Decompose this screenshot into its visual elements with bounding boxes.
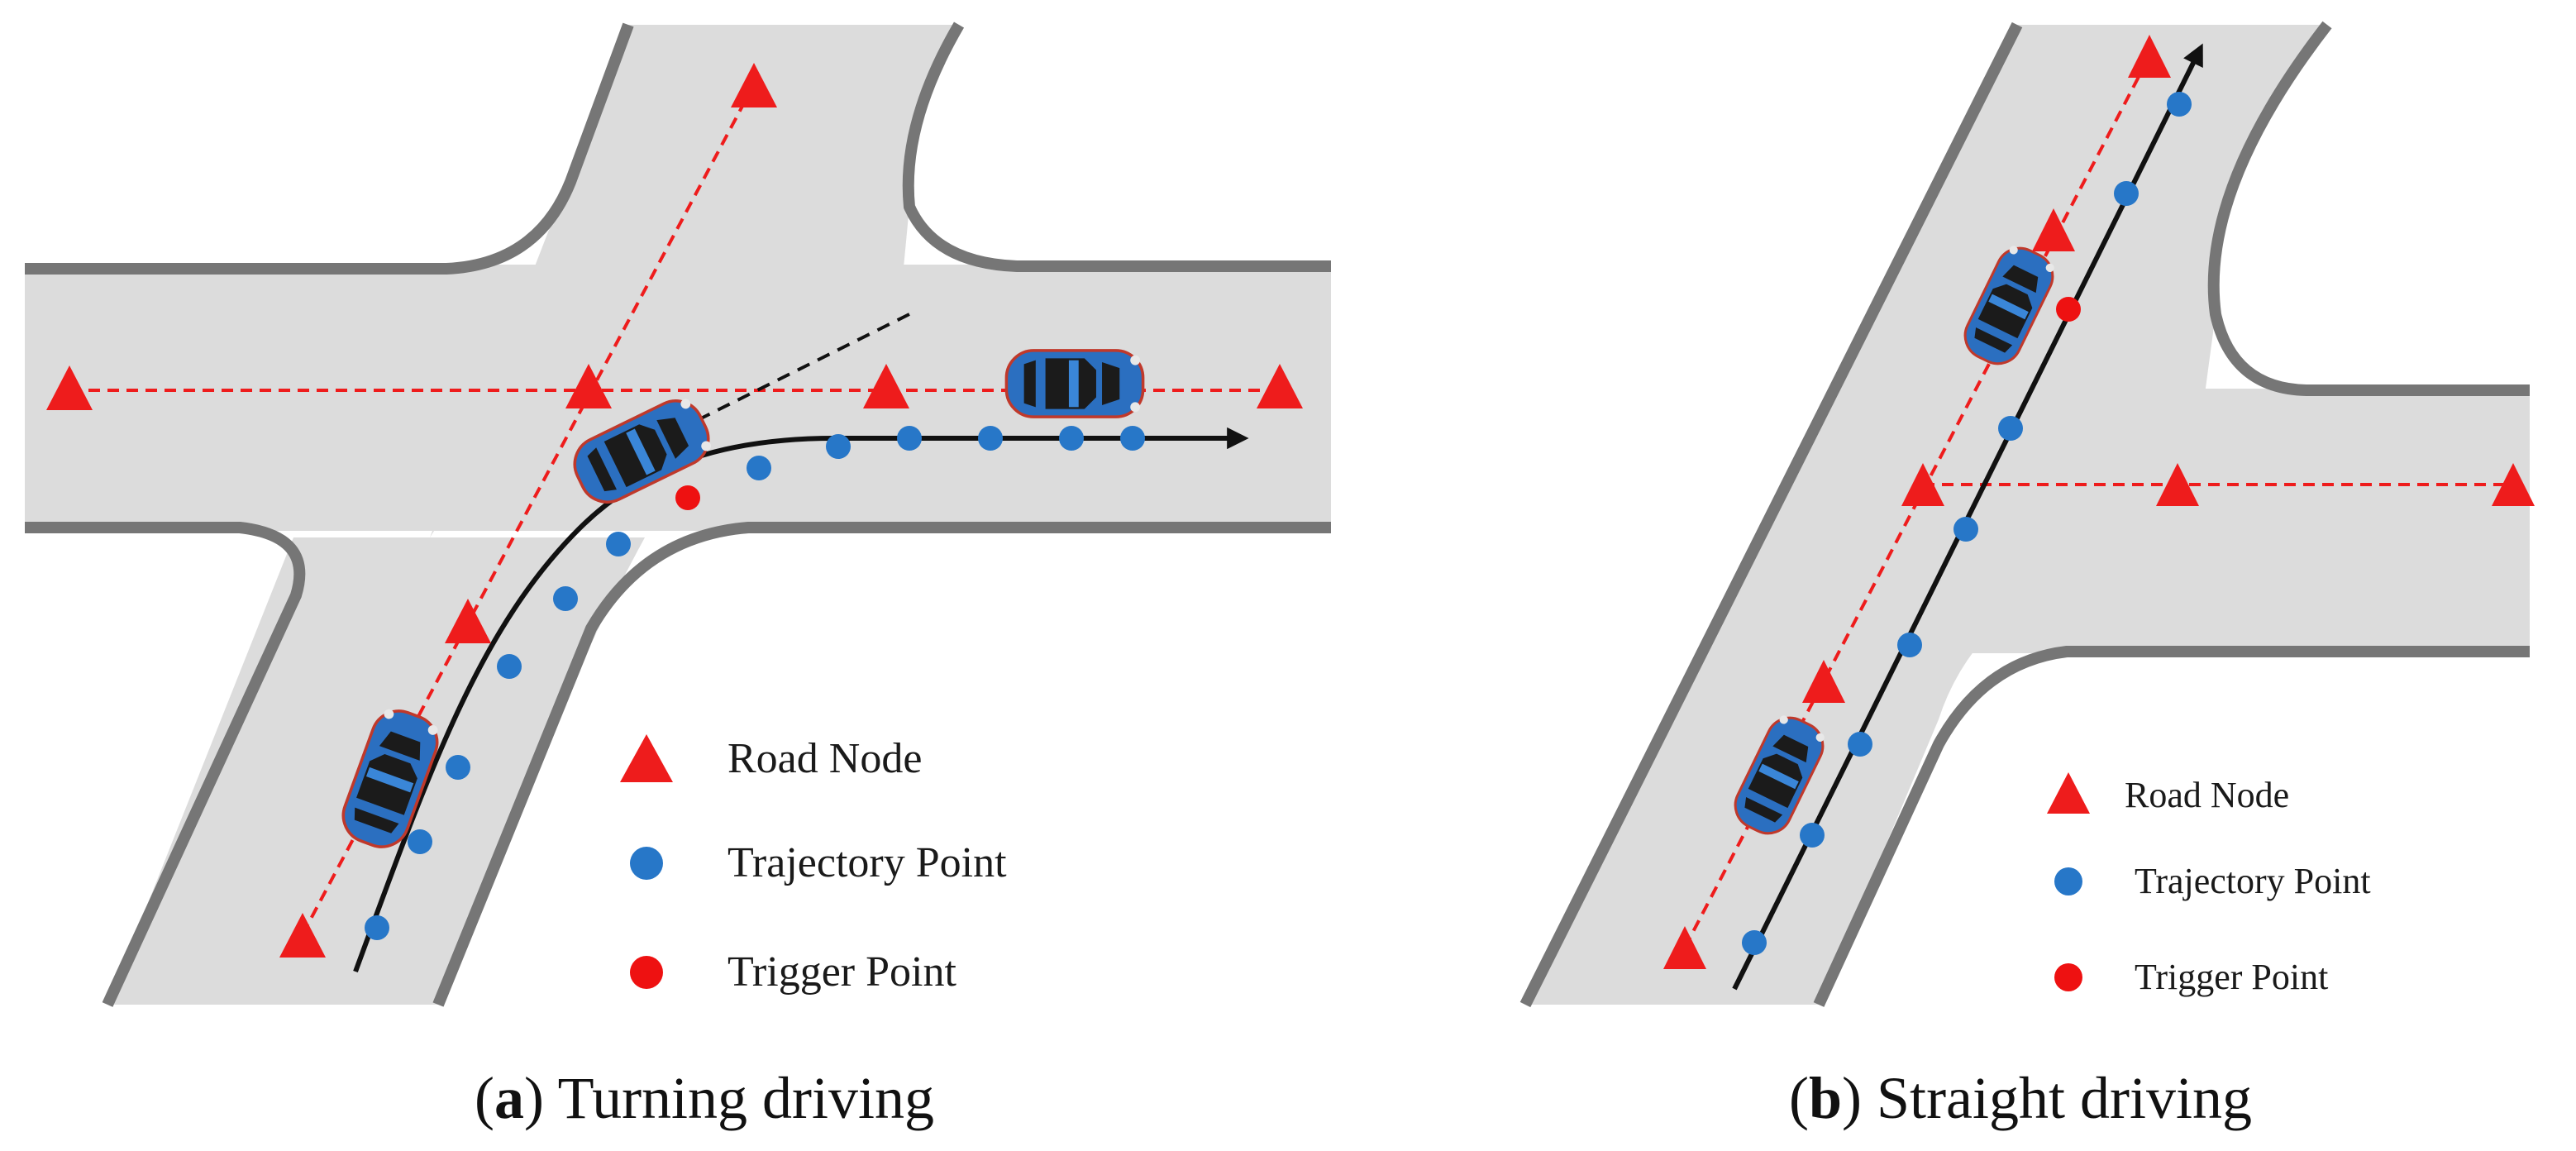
panel-b-trigger-point — [2056, 297, 2081, 322]
road-node-icon — [279, 913, 326, 958]
trajectory-point-icon — [408, 829, 432, 854]
legend-label: Trajectory Point — [2135, 861, 2371, 901]
legend-label: Road Node — [2125, 775, 2289, 815]
panel-b-road-diagonal — [1525, 25, 2327, 1005]
panel-a-trajectory-points — [365, 426, 1145, 940]
panel-b-legend: Road Node Trajectory Point Trigger Point — [2047, 772, 2371, 997]
panel-a-caption: (a) Turning driving — [475, 1065, 934, 1131]
legend-trajectory-point-icon — [630, 847, 663, 880]
panel-a-trigger-point — [675, 485, 700, 510]
road-node-icon — [1257, 364, 1303, 408]
trajectory-point-icon — [1953, 517, 1978, 542]
trajectory-point-icon — [2114, 181, 2139, 206]
trajectory-point-icon — [365, 915, 389, 940]
panel-a-curb-bottom-right — [432, 522, 1331, 1007]
trajectory-point-icon — [1998, 416, 2023, 441]
trajectory-point-icon — [2167, 92, 2192, 117]
legend-label: Road Node — [727, 735, 922, 782]
panel-b-trajectory-points — [1742, 92, 2192, 955]
trajectory-point-icon — [446, 755, 470, 780]
road-node-icon — [565, 364, 612, 408]
road-node-icon — [445, 599, 491, 643]
road-node-icon — [1663, 926, 1706, 969]
legend-trigger-point-icon — [2054, 963, 2082, 991]
panel-a-legend: Road Node Trajectory Point Trigger Point — [620, 734, 1007, 996]
road-node-icon — [863, 364, 909, 408]
panel-a-roads — [25, 21, 1331, 1007]
legend-trajectory-point-icon — [2054, 867, 2082, 895]
legend-label: Trajectory Point — [727, 839, 1007, 886]
road-node-icon — [1802, 660, 1845, 703]
panel-b-straight: Road Node Trajectory Point Trigger Point… — [1519, 21, 2535, 1131]
panel-a-caption-text: Turning driving — [544, 1065, 934, 1131]
road-node-icon — [1901, 463, 1944, 506]
road-node-icon — [2156, 463, 2199, 506]
panel-a-curb-top-left — [25, 22, 634, 275]
panel-a-trajectory-path — [353, 427, 1249, 973]
trajectory-point-icon — [897, 426, 922, 451]
legend-label: Trigger Point — [727, 948, 956, 996]
panel-b-caption-text: Straight driving — [1862, 1065, 2252, 1131]
trajectory-point-icon — [978, 426, 1003, 451]
panel-a-turning: Road Node Trajectory Point Trigger Point… — [25, 21, 1331, 1131]
panel-a-caption-letter: a — [494, 1065, 524, 1131]
panel-a-curb-top-right — [902, 21, 1331, 272]
panel-b-road-branch — [1951, 389, 2530, 653]
trajectory-point-icon — [1848, 732, 1872, 757]
panel-a-curb-bottom-left — [25, 522, 306, 1007]
trajectory-point-icon — [1120, 426, 1145, 451]
panel-b-roads — [1519, 21, 2530, 1008]
trajectory-point-icon — [1897, 633, 1922, 657]
panel-a-car-exit — [1004, 349, 1145, 418]
legend-trigger-point-icon — [630, 956, 663, 989]
trajectory-point-icon — [497, 654, 522, 679]
road-node-icon — [731, 63, 777, 107]
trajectory-point-icon — [1800, 823, 1825, 848]
road-node-icon — [2492, 463, 2535, 506]
trajectory-point-icon — [747, 456, 771, 480]
road-node-icon — [2032, 208, 2075, 251]
road-node-icon — [46, 365, 93, 410]
trajectory-point-icon — [826, 434, 851, 459]
trajectory-point-icon — [1742, 930, 1767, 955]
panel-b-curb-bottom-right — [1813, 646, 2530, 1007]
panel-b-caption-letter: b — [1809, 1065, 1842, 1131]
legend-road-node-icon — [2047, 772, 2090, 814]
legend-label: Trigger Point — [2135, 957, 2328, 997]
legend-road-node-icon — [620, 734, 673, 782]
panel-a-road-nodes — [46, 63, 1303, 958]
trajectory-point-icon — [1059, 426, 1084, 451]
trajectory-point-icon — [606, 532, 631, 556]
panel-b-curb-left — [1519, 21, 2023, 1008]
trajectory-point-icon — [553, 586, 578, 611]
panel-b-curb-top-right — [2207, 21, 2530, 396]
road-node-icon — [2128, 35, 2171, 78]
panel-b-caption: (b) Straight driving — [1789, 1065, 2252, 1131]
panel-b-road-nodes — [1663, 35, 2535, 969]
